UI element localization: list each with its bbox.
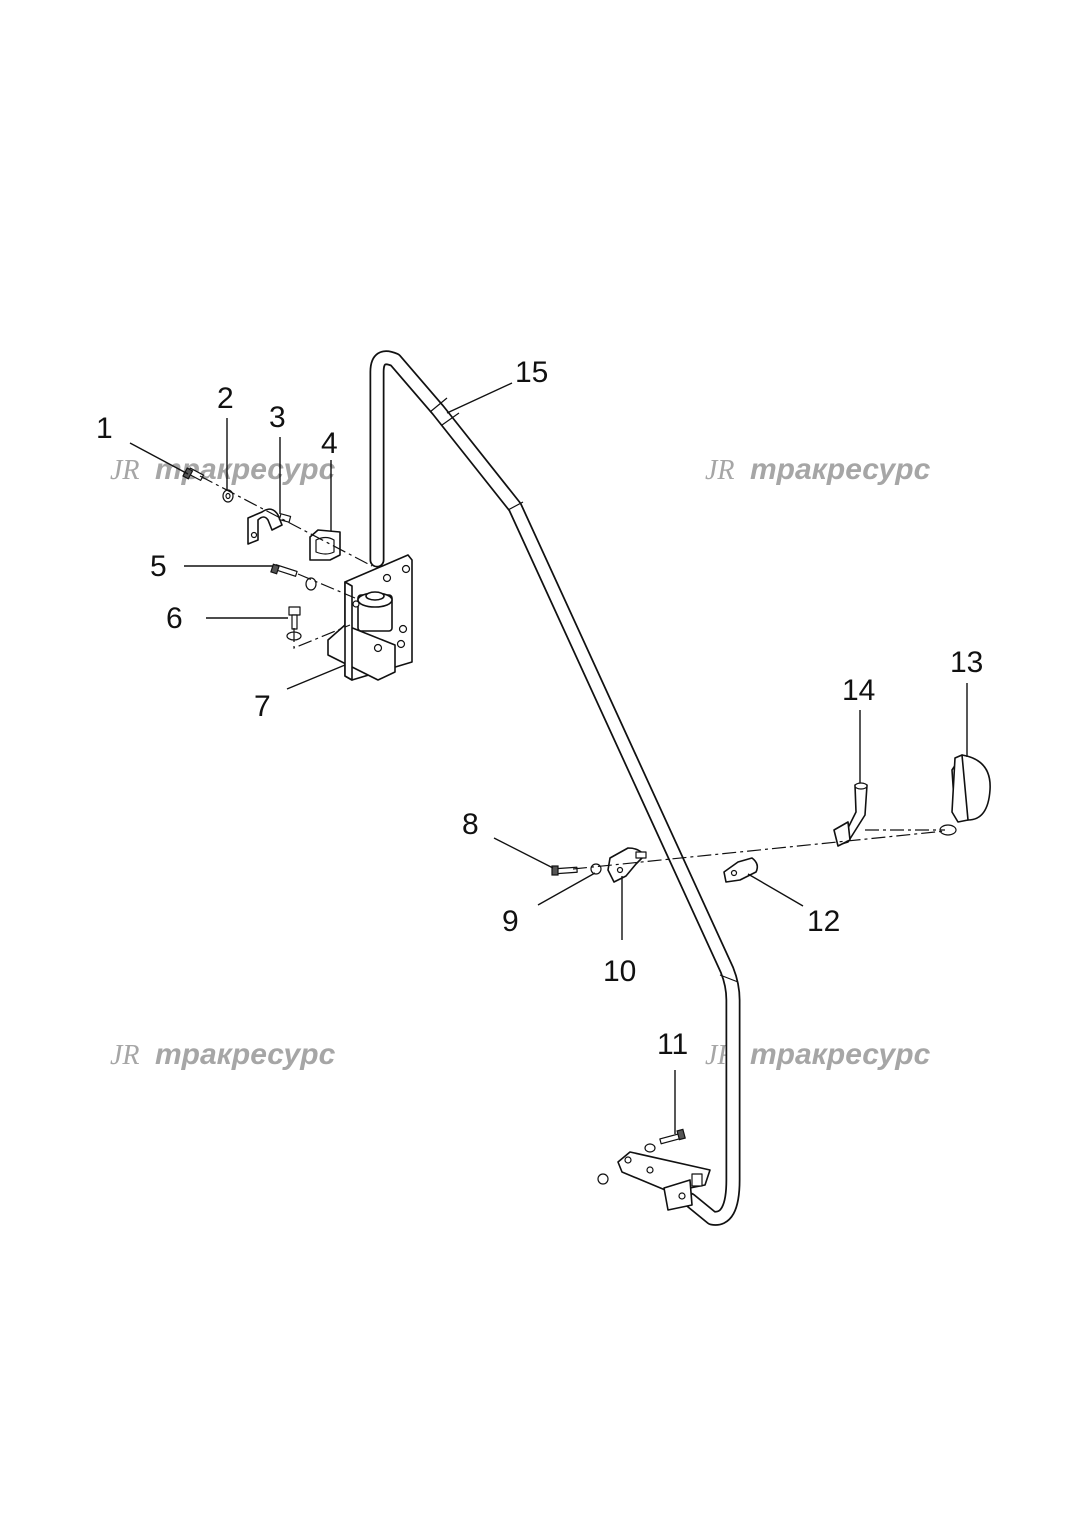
mounting-bracket [327, 554, 413, 681]
bolt-part-8 [551, 865, 578, 876]
callout-11: 11 [657, 1028, 688, 1061]
clamp-part-12 [723, 857, 759, 883]
watermark-logo: JR [110, 1040, 140, 1071]
callout-10: 10 [603, 955, 636, 988]
watermark-logo: JR [110, 455, 140, 486]
callout-4: 4 [321, 427, 338, 460]
watermark-bottom-left: JR тракресурс [110, 1038, 336, 1071]
washer-part-2 [222, 489, 234, 503]
callout-9: 9 [502, 905, 519, 938]
lower-bracket [617, 1151, 711, 1211]
washer-part-9 [590, 863, 602, 875]
callout-14: 14 [842, 674, 875, 707]
callout-8: 8 [462, 808, 479, 841]
leader-lines [129, 382, 968, 1134]
watermark-top-left: JR тракресурс [110, 453, 336, 486]
watermark-text: тракресурс [750, 453, 931, 486]
callout-3: 3 [269, 401, 286, 434]
watermark-text: тракресурс [155, 1038, 336, 1071]
clamp-part-10 [607, 847, 647, 883]
bolt-part-5 [270, 563, 317, 591]
bushing-part-4 [309, 529, 341, 561]
mirror-part-13 [939, 754, 991, 836]
bolt-part-11 [597, 1128, 703, 1187]
callout-5: 5 [150, 550, 167, 583]
callout-7: 7 [254, 690, 271, 723]
assembly-lines [199, 475, 946, 870]
watermark-logo: JR [705, 455, 735, 486]
callout-13: 13 [950, 646, 983, 679]
callout-6: 6 [166, 602, 183, 635]
callout-1: 1 [96, 412, 113, 445]
callout-2: 2 [217, 382, 234, 415]
mirror-bracket-part-14 [833, 782, 868, 847]
watermark-text: тракресурс [750, 1038, 931, 1071]
callout-12: 12 [807, 905, 840, 938]
clamp-part-3 [247, 508, 292, 545]
watermark-bottom-right: JR тракресурс [705, 1038, 931, 1071]
callouts: 1 2 3 4 5 6 7 8 9 10 11 12 13 14 15 [96, 356, 983, 1061]
mirror-arm-tube [369, 350, 741, 1226]
callout-15: 15 [515, 356, 548, 389]
watermark-top-right: JR тракресурс [705, 453, 931, 486]
watermark-text: тракресурс [155, 453, 336, 486]
